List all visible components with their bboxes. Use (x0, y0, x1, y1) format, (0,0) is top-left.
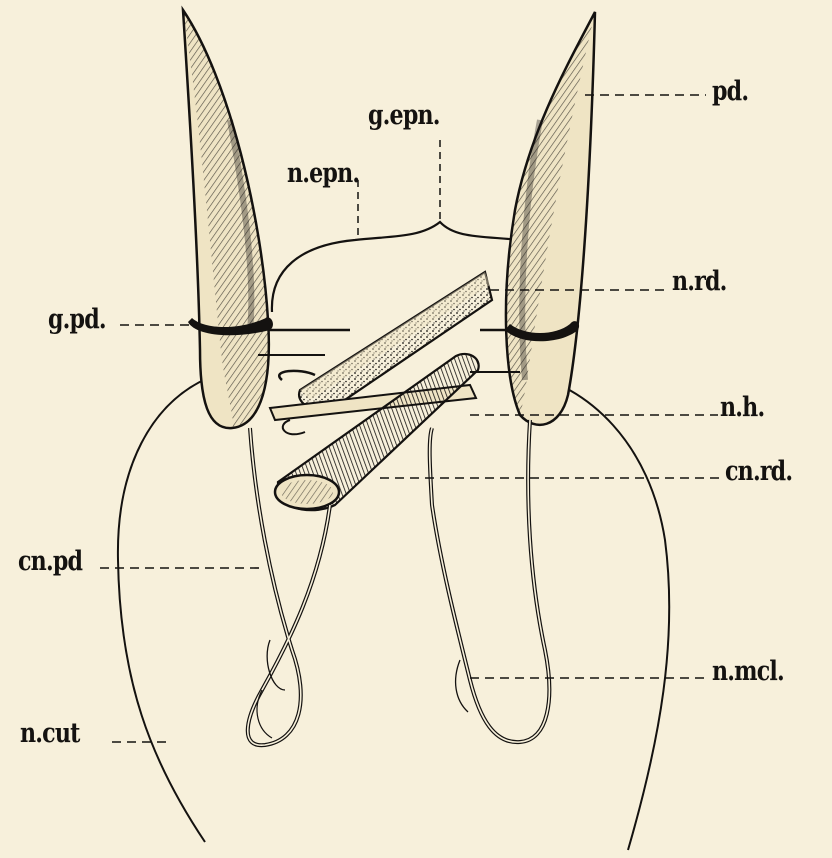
right-podium (506, 12, 595, 425)
body-outline-left (118, 375, 215, 842)
label-g-pd: g.pd. (48, 306, 106, 333)
label-g-epn: g.epn. (368, 102, 440, 129)
label-n-epn: n.epn. (287, 160, 359, 187)
label-cn-pd: cn.pd (18, 548, 82, 575)
left-podium (183, 10, 269, 428)
label-n-cut: n.cut (20, 720, 80, 747)
right-nerve-loop (430, 420, 550, 742)
label-n-mcl: n.mcl. (712, 658, 784, 685)
label-n-h: n.h. (720, 394, 764, 421)
body-outline-right (520, 372, 669, 850)
label-pd: pd. (712, 78, 748, 105)
label-n-rd: n.rd. (672, 268, 727, 295)
label-cn-rd: cn.rd. (725, 458, 792, 485)
